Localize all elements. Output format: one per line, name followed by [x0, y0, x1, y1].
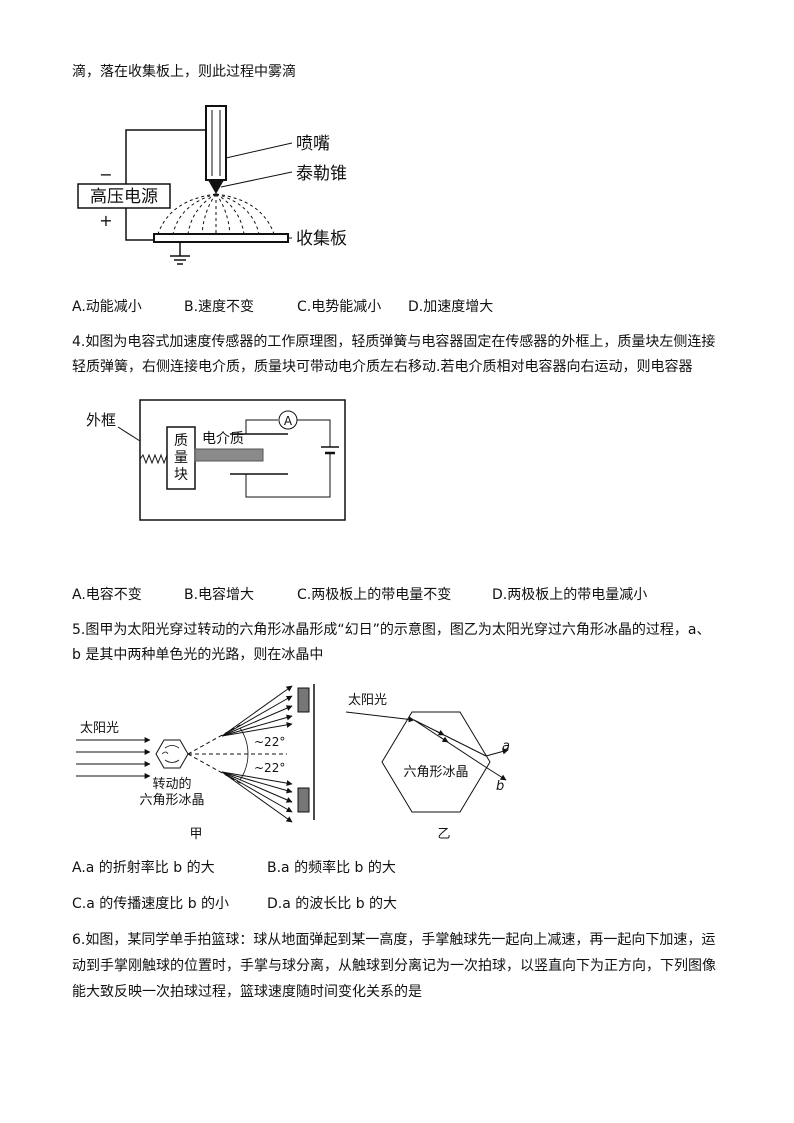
dielectric-label: 电介质 [202, 431, 244, 447]
q4-stem-line-2: 轻质弹簧，右侧连接电介质，质量块可带动电介质左右移动.若电介质相对电容器向右运动… [72, 359, 693, 375]
frame-label: 外框 [86, 411, 116, 429]
taylor-cone [208, 180, 224, 194]
q3-option-d: D.加速度增大 [408, 299, 494, 315]
q6-stem-line-2: 动到手掌刚触球的位置时，手掌与球分离，从触球到分离记为一次拍球，以竖直向下为正方… [72, 958, 716, 974]
nozzle [205, 105, 227, 181]
q5-option-c: C.a 的传播速度比 b 的小 [72, 896, 230, 912]
crystal-label-2: 六角形冰晶 [139, 793, 204, 808]
taylor-cone-label: 泰勒锥 [296, 164, 347, 184]
q5-option-b: B.a 的频率比 b 的大 [267, 860, 396, 876]
angle-bottom: ~22° [254, 761, 285, 775]
q4-option-d: D.两极板上的带电量减小 [492, 587, 648, 603]
q4-option-c: C.两极板上的带电量不变 [297, 587, 452, 603]
high-voltage-power [77, 183, 171, 209]
q5-option-d: D.a 的波长比 b 的大 [267, 896, 398, 912]
q4-stem-line-1: 4.如图为电容式加速度传感器的工作原理图，轻质弹簧与电容器固定在传感器的外框上，… [72, 334, 716, 350]
q6-stem-line-3: 能大致反映一次拍球过程，篮球速度随时间变化关系的是 [72, 984, 422, 1000]
caption-a: 甲 [189, 827, 202, 842]
q4-accelerometer-figure: 外框 质 量 块 电介质 A [86, 399, 346, 521]
sunlight-label-b: 太阳光 [348, 693, 387, 708]
q3-electrospray-figure: 高压电源 − + 喷嘴 泰勒锥 收集板 [77, 105, 347, 265]
mass-label-3: 块 [174, 467, 188, 483]
ammeter-label: A [284, 414, 293, 428]
angle-top: ~22° [254, 735, 285, 749]
power-minus: − [99, 165, 112, 184]
q3-option-c: C.电势能减小 [297, 299, 382, 315]
q6-stem-line-1: 6.如图，某同学单手拍篮球：球从地面弹起到某一高度，手掌触球先一起向上减速，再一… [72, 932, 716, 948]
power-label: 高压电源 [90, 187, 158, 207]
collection-plate [153, 233, 289, 243]
q3-option-a: A.动能减小 [72, 299, 142, 315]
mass-block [166, 426, 196, 490]
crystal-label-1: 转动的 [152, 776, 191, 792]
q4-option-b: B.电容增大 [184, 587, 255, 603]
q5-figure-a: 太阳光 ~22° ~22° 转动的 六角形冰晶 甲 [76, 684, 315, 842]
mass-label-1: 质 [174, 433, 188, 449]
hex-ice-crystal [381, 711, 491, 813]
q4-option-a: A.电容不变 [72, 587, 142, 603]
plate-label: 收集板 [296, 229, 347, 249]
q3-option-b: B.速度不变 [184, 299, 255, 315]
caption-b: 乙 [437, 827, 450, 842]
power-plus: + [99, 211, 112, 230]
sunlight-label-a: 太阳光 [80, 721, 119, 736]
ray-b-label: b [496, 779, 504, 794]
nozzle-label: 喷嘴 [296, 134, 330, 154]
dielectric [194, 448, 264, 462]
screen-upper-spot [297, 687, 310, 713]
ray-a-label: a [502, 739, 510, 754]
q3-stem-tail: 滴，落在收集板上，则此过程中雾滴 [72, 64, 296, 80]
crystal-label-b: 六角形冰晶 [403, 765, 468, 780]
mass-label-2: 量 [174, 450, 188, 466]
q5-stem-line-2: b 是其中两种单色光的光路，则在冰晶中 [72, 647, 324, 663]
q5-figure-b: 太阳光 a b 六角形冰晶 乙 [345, 693, 510, 842]
rotating-hex-crystal [155, 739, 189, 769]
q5-stem-line-1: 5.图甲为太阳光穿过转动的六角形冰晶形成“幻日”的示意图，图乙为太阳光穿过六角形… [72, 622, 711, 638]
screen-lower-spot [297, 787, 310, 813]
q5-option-a: A.a 的折射率比 b 的大 [72, 860, 215, 876]
